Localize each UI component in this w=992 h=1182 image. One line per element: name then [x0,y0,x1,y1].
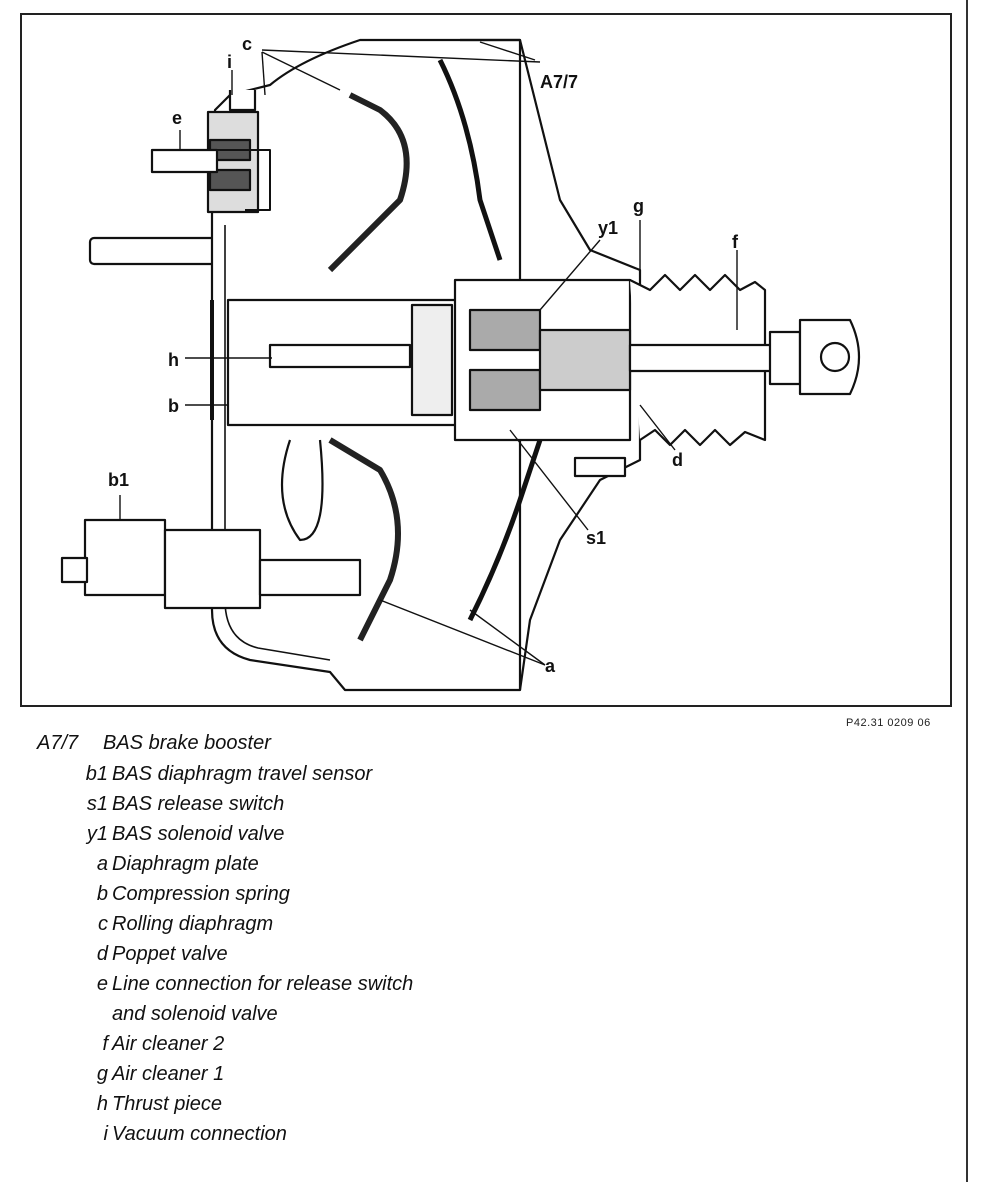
legend-item-key: f [102,1033,108,1055]
callout-f: f [732,232,739,252]
mounting-stud [88,236,217,266]
legend-item-key: i [103,1123,108,1145]
travel-sensor [83,518,167,597]
legend-item-desc: Poppet valve [112,943,228,965]
legend-item-desc: Air cleaner 2 [112,1033,225,1055]
legend-item-key: d [96,943,108,965]
legend-item-key: h [96,1093,108,1115]
legend-title-desc: BAS brake booster [103,732,271,754]
legend-item-desc: BAS solenoid valve [112,823,285,845]
callout-y1: y1 [598,218,618,238]
legend-item-desc: Compression spring [112,883,290,905]
callout-b1: b1 [108,470,129,490]
legend-item-desc: Thrust piece [112,1093,223,1115]
callout-a7-7: A7/7 [540,72,578,92]
callout-a: a [545,656,556,676]
diaphragm-plate [327,92,410,273]
legend-title-code: A7/7 [37,732,79,754]
legend-item-key: b [96,883,108,905]
legend-item-key: b1 [85,763,108,785]
page-edge-line [966,0,968,1182]
legend-item-desc: Diaphragm plate [112,853,259,875]
legend-item-desc: Air cleaner 1 [112,1063,225,1085]
legend-item-key: s1 [86,793,108,815]
callout-s1: s1 [586,528,606,548]
figure-code: P42.31 0209 06 [846,717,931,729]
legend-title: A7/7 BAS brake booster [37,732,271,755]
pushrod [628,343,782,373]
callout-b: b [168,396,179,416]
legend-item-desc: Line connection for release switch [112,973,414,995]
legend-item-key: y1 [86,823,108,845]
callout-g: g [633,196,644,216]
legend-item-key: c [98,913,108,935]
legend-item-desc: and solenoid valve [112,1003,278,1025]
legend-item-key: a [96,853,108,875]
callout-e: e [172,108,182,128]
legend-item-desc: Rolling diaphragm [112,913,274,935]
callout-d: d [672,450,683,470]
leader-lines [119,41,738,666]
legend-item-key: g [96,1063,108,1085]
callout-c: c [242,34,252,54]
legend-item-key: e [96,973,108,995]
callout-h: h [168,350,179,370]
legend-item-desc: Vacuum connection [112,1123,287,1145]
legend-item-desc: BAS diaphragm travel sensor [112,763,373,785]
thrust-piece [268,343,412,369]
booster-drawing [60,38,860,692]
callout-i: i [227,52,232,72]
brake-booster-diagram: c i e A7/7 g y1 f h b d b1 s1 a [20,13,952,707]
line-connection [150,148,219,174]
legend-item-desc: BAS release switch [112,793,285,815]
